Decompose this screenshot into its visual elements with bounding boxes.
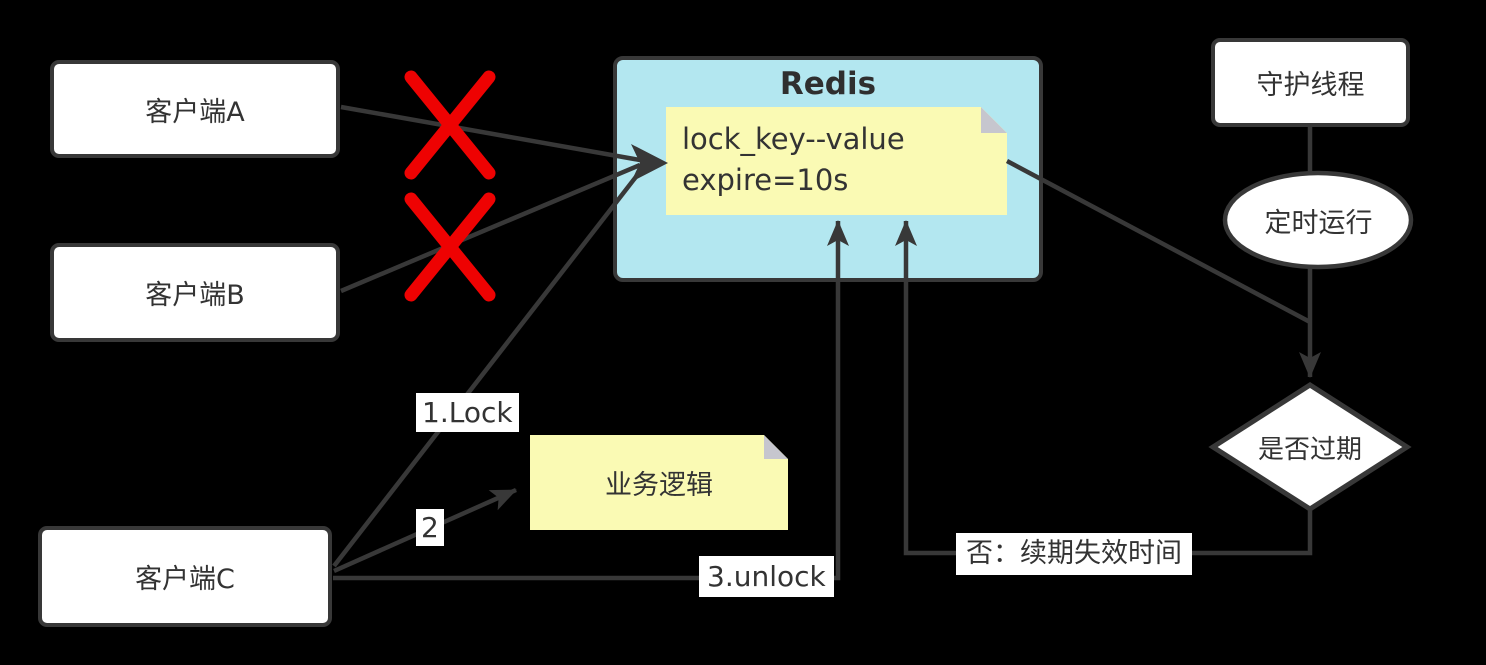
blocked-cross-client-b bbox=[404, 192, 496, 302]
node-client-a: 客户端A bbox=[50, 60, 340, 158]
node-daemon-thread-label: 守护线程 bbox=[1256, 70, 1365, 101]
blocked-cross-client-a bbox=[404, 70, 496, 180]
edge-label-lock: 1.Lock bbox=[416, 393, 519, 432]
decision-text: 是否过期 bbox=[1257, 434, 1362, 465]
node-timer-label: 定时运行 bbox=[1225, 173, 1412, 268]
edge-client-a-to-redis bbox=[340, 104, 641, 163]
edge-label-step2: 2 bbox=[416, 509, 444, 546]
node-decision-label: 是否过期 bbox=[1213, 385, 1407, 509]
edge-label-renew: 否：续期失效时间 bbox=[956, 533, 1192, 575]
note-fold-corner bbox=[981, 107, 1007, 133]
business-logic-label: 业务逻辑 bbox=[605, 470, 713, 501]
edge-client-b-to-redis bbox=[340, 162, 641, 294]
node-client-a-label: 客户端A bbox=[145, 96, 245, 128]
note-fold-corner bbox=[764, 435, 788, 459]
edge-label-unlock: 3.unlock bbox=[699, 556, 834, 597]
node-client-b-label: 客户端B bbox=[145, 280, 245, 311]
node-client-c: 客户端C bbox=[38, 526, 332, 627]
redis-note-line2: expire=10s bbox=[682, 163, 849, 197]
timer-text: 定时运行 bbox=[1264, 208, 1373, 239]
business-logic-note: 业务逻辑 bbox=[530, 435, 788, 530]
node-client-b: 客户端B bbox=[50, 243, 340, 342]
node-redis-container: Redis lock_key--value expire=10s bbox=[613, 56, 1043, 282]
node-client-c-label: 客户端C bbox=[135, 564, 235, 595]
redis-title: Redis bbox=[779, 66, 877, 102]
node-daemon-thread: 守护线程 bbox=[1211, 38, 1410, 127]
redis-key-note: lock_key--value expire=10s bbox=[666, 107, 1007, 215]
redis-note-line1: lock_key--value bbox=[682, 122, 905, 156]
